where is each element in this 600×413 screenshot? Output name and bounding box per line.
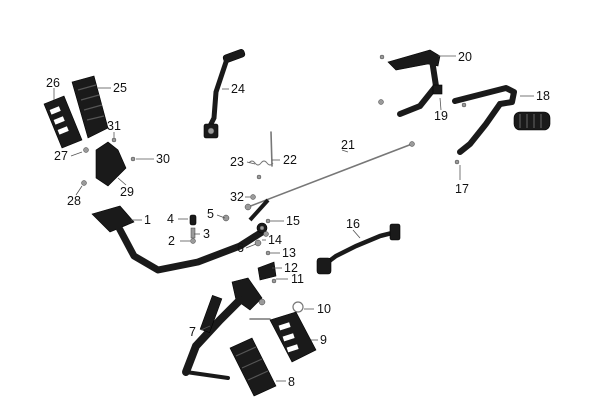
leader-lines <box>53 55 534 382</box>
part-7-side-stand <box>182 277 266 380</box>
callout-16: 16 <box>346 217 360 231</box>
callout-9: 9 <box>320 333 327 347</box>
part-9-footrest <box>269 311 317 363</box>
part-18-rear-bracket <box>452 85 551 165</box>
callout-14: 14 <box>268 233 282 247</box>
callout-30: 30 <box>156 152 170 166</box>
callout-12: 12 <box>284 261 298 275</box>
part-26-footrest-serrated <box>43 95 83 149</box>
small-hardware-11-15 <box>257 218 277 284</box>
callout-19: 19 <box>434 109 448 123</box>
callout-13: 13 <box>282 246 296 260</box>
callout-4: 4 <box>167 212 174 226</box>
part-10-washer <box>249 301 304 320</box>
callout-20: 20 <box>458 50 472 64</box>
callout-3: 3 <box>203 227 210 241</box>
callout-29: 29 <box>120 185 134 199</box>
callout-1: 1 <box>144 213 151 227</box>
callout-6: 6 <box>237 241 244 255</box>
part-1-brake-pedal <box>91 198 270 274</box>
callout-8: 8 <box>288 375 295 389</box>
part-29-footrest-mount <box>81 137 136 187</box>
callout-23: 23 <box>230 155 244 169</box>
part-22-23-spring-bolt <box>248 131 274 180</box>
part-16-gear-shift-lever <box>316 223 401 275</box>
callout-11: 11 <box>291 272 304 286</box>
callout-28: 28 <box>67 194 81 208</box>
part-8-footrest-rubber <box>229 337 277 397</box>
callout-32: 32 <box>230 190 244 204</box>
callout-17: 17 <box>455 182 469 196</box>
callout-18: 18 <box>536 89 550 103</box>
part-24-kickstart-lever <box>203 49 246 139</box>
callout-21: 21 <box>341 138 355 152</box>
part-25-footrest-rubber <box>71 75 109 139</box>
callout-22: 22 <box>283 153 297 167</box>
callout-26: 26 <box>46 76 60 90</box>
callout-7: 7 <box>189 325 196 339</box>
part-21-rod <box>244 141 415 211</box>
part-20-bracket <box>378 49 443 117</box>
callout-27: 27 <box>54 149 68 163</box>
callout-10: 10 <box>317 302 331 316</box>
callout-25: 25 <box>113 81 127 95</box>
callout-2: 2 <box>168 234 175 248</box>
small-hardware-2-6-32 <box>189 194 262 247</box>
callout-31: 31 <box>107 119 121 133</box>
callout-5: 5 <box>207 207 214 221</box>
callout-labels: 1 2 3 4 5 6 7 8 9 10 11 12 13 14 15 16 1… <box>46 50 550 389</box>
callout-15: 15 <box>286 214 300 228</box>
callout-24: 24 <box>231 82 245 96</box>
